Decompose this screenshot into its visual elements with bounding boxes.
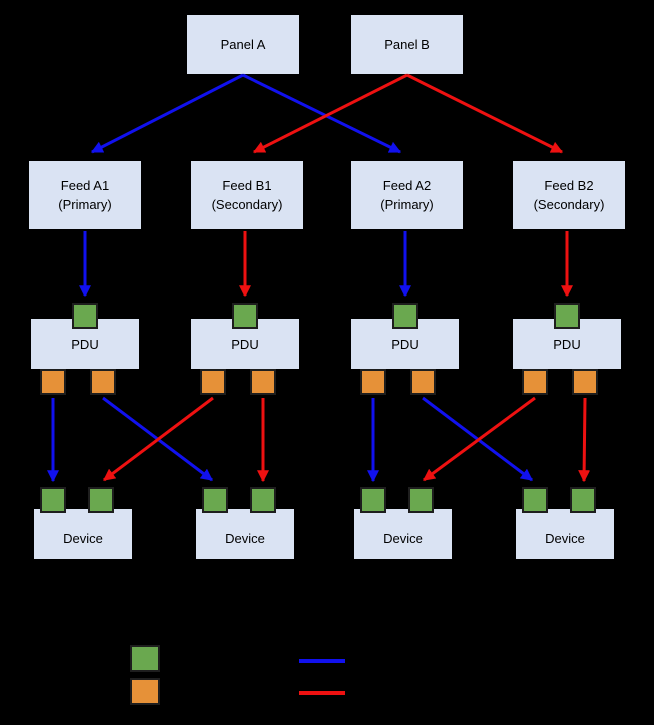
pdu-4-output-port-left — [522, 369, 548, 395]
node-panel-a: Panel A — [186, 14, 300, 75]
device-3-label: Device — [383, 531, 423, 546]
edge-panel-b-to-feed-b1 — [252, 73, 408, 154]
device-3-input-port-right — [408, 487, 434, 513]
feed-b2-role: (Secondary) — [533, 197, 605, 212]
device-1-input-port-right — [88, 487, 114, 513]
legend-red-path-line — [299, 691, 345, 695]
pdu-4-output-port-right — [572, 369, 598, 395]
panel-b-label: Panel B — [384, 37, 430, 52]
pdu-2-output-port-left — [200, 369, 226, 395]
feed-a1-name: Feed A1 — [60, 178, 110, 193]
node-feed-b1: Feed B1 (Secondary) — [190, 160, 304, 230]
legend-blue-path-line — [299, 659, 345, 663]
panel-a-label: Panel A — [220, 37, 266, 52]
device-3-input-port-left — [360, 487, 386, 513]
pdu-3-label: PDU — [391, 336, 419, 352]
pdu-4-input-port — [554, 303, 580, 329]
pdu-1-input-port — [72, 303, 98, 329]
feed-a1-role: (Primary) — [58, 197, 112, 212]
device-2-input-port-right — [250, 487, 276, 513]
device-4-label: Device — [545, 531, 585, 546]
device-2-input-port-left — [202, 487, 228, 513]
node-pdu-2: PDU — [190, 318, 300, 370]
pdu-1-output-port-right — [90, 369, 116, 395]
edge-pdu-4-to-device-4 — [578, 397, 591, 483]
node-feed-a2: Feed A2 (Primary) — [350, 160, 464, 230]
pdu-3-output-port-left — [360, 369, 386, 395]
node-device-1: Device — [33, 508, 133, 560]
edge-pdu-2-to-device-1 — [103, 396, 214, 482]
device-2-label: Device — [225, 531, 265, 546]
feed-b2-name: Feed B2 — [544, 178, 594, 193]
edge-pdu-4-to-device-3 — [423, 396, 536, 482]
node-device-4: Device — [515, 508, 615, 560]
node-feed-b2: Feed B2 (Secondary) — [512, 160, 626, 230]
feed-b1-role: (Secondary) — [211, 197, 283, 212]
pdu-1-label: PDU — [71, 336, 99, 352]
edge-pdu-3-to-device-4 — [422, 396, 533, 482]
node-pdu-4: PDU — [512, 318, 622, 370]
feed-a2-name: Feed A2 — [382, 178, 432, 193]
pdu-2-input-port — [232, 303, 258, 329]
pdu-2-label: PDU — [231, 336, 259, 352]
pdu-4-label: PDU — [553, 336, 581, 352]
edge-panel-a-to-feed-a2 — [242, 73, 402, 154]
pdu-2-output-port-right — [250, 369, 276, 395]
feed-a2-role: (Primary) — [380, 197, 434, 212]
node-device-2: Device — [195, 508, 295, 560]
legend-orange-port-swatch — [130, 678, 160, 705]
edge-pdu-1-to-device-2 — [102, 396, 213, 482]
pdu-1-output-port-left — [40, 369, 66, 395]
device-1-label: Device — [63, 531, 103, 546]
device-4-input-port-left — [522, 487, 548, 513]
device-1-input-port-left — [40, 487, 66, 513]
edge-panel-a-to-feed-a1 — [90, 73, 244, 154]
feed-b1-name: Feed B1 — [222, 178, 272, 193]
node-device-3: Device — [353, 508, 453, 560]
pdu-3-output-port-right — [410, 369, 436, 395]
node-panel-b: Panel B — [350, 14, 464, 75]
node-feed-a1: Feed A1 (Primary) — [28, 160, 142, 230]
legend-green-port-swatch — [130, 645, 160, 672]
pdu-3-input-port — [392, 303, 418, 329]
device-4-input-port-right — [570, 487, 596, 513]
edge-panel-b-to-feed-b2 — [406, 73, 564, 154]
